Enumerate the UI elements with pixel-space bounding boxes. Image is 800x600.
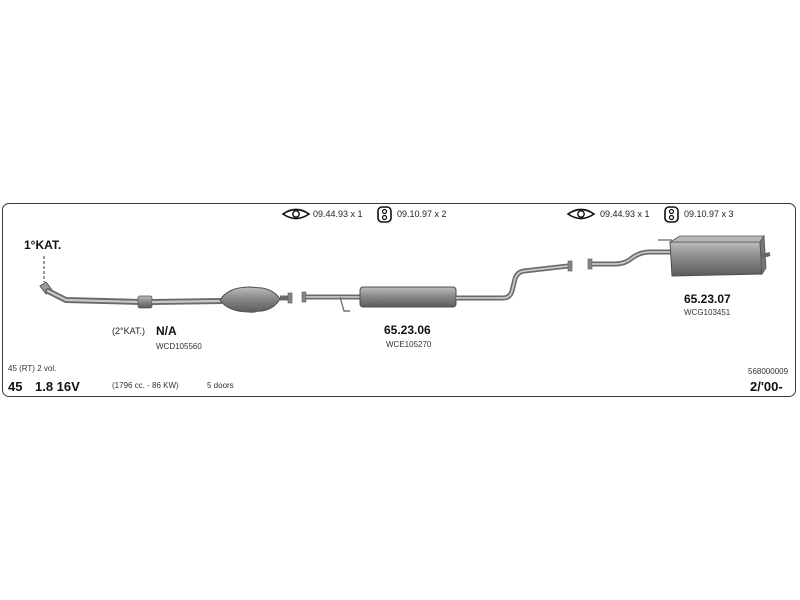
hanger-code-1: 09.10.97 x 2 (397, 209, 447, 219)
front-pipe-ref: WCD105560 (156, 342, 202, 351)
gasket-ring-code-2: 09.44.93 x 1 (600, 209, 650, 219)
gasket-ring-code-1: 09.44.93 x 1 (313, 209, 363, 219)
middle-silencer-ref: WCE105270 (386, 340, 432, 349)
vehicle-body: 45 (RT) 2 vol. (8, 364, 57, 373)
rubber-hanger-icon (377, 206, 392, 223)
vehicle-doors: 5 doors (207, 381, 234, 390)
rear-silencer-part (587, 234, 771, 277)
gasket-ring-icon (566, 208, 596, 220)
rear-silencer-number: 65.23.07 (684, 292, 731, 306)
rear-silencer-ref: WCG103451 (684, 308, 731, 317)
vehicle-date: 2/'00- (750, 379, 783, 394)
middle-silencer-number: 65.23.06 (384, 323, 431, 337)
cat-label: 1°KAT. (24, 238, 62, 252)
vehicle-spec: (1796 cc. - 86 KW) (112, 381, 179, 390)
middle-silencer-part (301, 260, 573, 312)
front-pipe-number: N/A (156, 324, 177, 338)
gasket-ring-icon (281, 208, 311, 220)
catalog-number: 568000009 (748, 367, 789, 376)
front-pipe-part (39, 256, 293, 313)
hanger-code-2: 09.10.97 x 3 (684, 209, 734, 219)
rubber-hanger-icon (664, 206, 679, 223)
second-cat-label: (2°KAT.) (112, 326, 145, 336)
vehicle-model: 45 (8, 379, 23, 394)
vehicle-engine: 1.8 16V (35, 379, 80, 394)
